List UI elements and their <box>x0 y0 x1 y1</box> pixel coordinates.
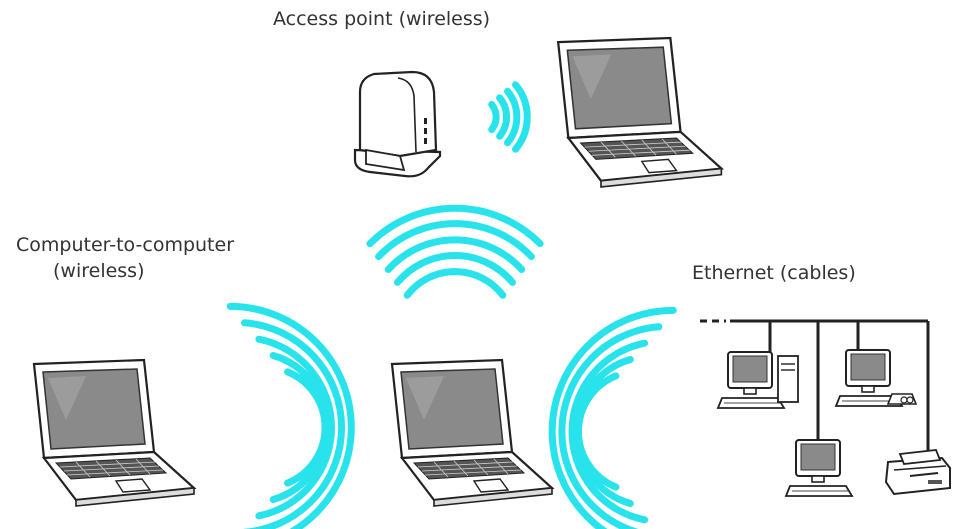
wifi-waves-icon <box>488 81 531 153</box>
ethernet-label: Ethernet (cables) <box>692 262 856 284</box>
desktop-computer-icon <box>717 351 799 409</box>
wifi-waves-icon <box>366 204 544 299</box>
computer-to-computer-sublabel: (wireless) <box>53 260 145 282</box>
wifi-waves-icon <box>548 306 677 529</box>
desktop-computer-icon <box>785 439 853 497</box>
laptop-icon <box>390 358 554 508</box>
printer-icon <box>884 449 951 496</box>
desktop-computer-icon <box>835 349 918 407</box>
computer-to-computer-label: Computer-to-computer <box>16 234 235 256</box>
router-icon <box>353 70 442 178</box>
laptop-icon <box>32 358 196 508</box>
ethernet-network <box>700 319 951 497</box>
laptop-icon <box>557 36 723 189</box>
wifi-waves-icon <box>226 302 355 529</box>
access-point-label: Access point (wireless) <box>273 8 491 30</box>
